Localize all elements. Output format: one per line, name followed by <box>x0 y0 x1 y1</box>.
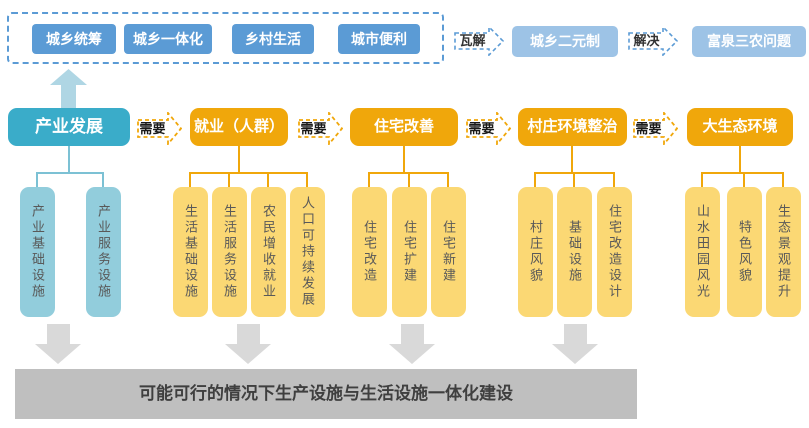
connector-line <box>701 172 783 174</box>
need-arrow-label: 需要 <box>300 121 327 136</box>
child-box-eco-landscape-upgrade: 生态景观提升 <box>766 187 801 317</box>
connector-line <box>447 172 449 187</box>
bottom-banner: 可能可行的情况下生产设施与生活设施一体化建设 <box>15 369 637 419</box>
dissolve-arrow: 瓦解 <box>454 26 504 56</box>
child-box-housing-new-build: 住宅新建 <box>431 187 466 317</box>
connector-line <box>228 172 230 187</box>
child-box-living-infrastructure: 生活基础设施 <box>173 187 208 317</box>
need-arrow-3: 需要 <box>466 112 511 145</box>
goal-box-urban-rural-integration: 城乡一体化 <box>124 24 212 54</box>
dashed-right-arrow-icon <box>633 112 678 145</box>
connector-line <box>368 172 370 187</box>
connector-line <box>238 146 240 173</box>
connector-line <box>403 146 405 173</box>
solve-arrow: 解决 <box>628 26 678 56</box>
child-box-pastoral-scenery: 山水田园风光 <box>685 187 720 317</box>
child-box-farmer-income-employment: 农民增收就业 <box>251 187 286 317</box>
child-box-label: 生态景观提升 <box>776 204 791 300</box>
child-box-distinctive-style: 特色风貌 <box>727 187 762 317</box>
dashed-right-arrow-icon <box>137 112 182 145</box>
child-box-housing-renovation: 住宅改造 <box>352 187 387 317</box>
node-urban-rural-dual-system: 城乡二元制 <box>512 26 618 57</box>
child-box-living-services: 生活服务设施 <box>212 187 247 317</box>
connector-line <box>534 172 536 187</box>
child-box-label: 生活基础设施 <box>183 204 198 300</box>
goal-box-rural-life: 乡村生活 <box>232 24 314 54</box>
connector-line <box>613 172 615 187</box>
need-arrow-label: 需要 <box>139 121 166 136</box>
child-box-label: 住宅新建 <box>441 220 456 284</box>
stage-box-village-environment: 村庄环境整治 <box>518 108 627 146</box>
need-arrow-label: 需要 <box>635 121 662 136</box>
need-arrow-4: 需要 <box>633 112 678 145</box>
connector-line <box>36 172 104 174</box>
connector-line <box>701 172 703 187</box>
connector-line <box>739 146 741 173</box>
connector-line <box>571 146 573 173</box>
child-box-label: 山水田园风光 <box>695 204 710 300</box>
child-box-basic-infrastructure: 基础设施 <box>557 187 592 317</box>
connector-line <box>743 172 745 187</box>
dashed-right-arrow-icon <box>466 112 511 145</box>
node-sannong-problem: 富泉三农问题 <box>692 26 806 57</box>
child-box-label: 产业服务设施 <box>96 204 111 300</box>
connector-line <box>267 172 269 187</box>
connector-line <box>102 172 104 187</box>
need-arrow-label: 需要 <box>468 121 495 136</box>
child-box-label: 基础设施 <box>567 220 582 284</box>
child-box-label: 村庄风貌 <box>528 220 543 284</box>
goal-box-urban-rural-coordination: 城乡统筹 <box>32 24 116 54</box>
dissolve-arrow-label: 瓦解 <box>459 33 486 48</box>
up-arrow-icon <box>50 69 87 109</box>
stage-box-eco-environment: 大生态环境 <box>687 108 793 146</box>
child-box-housing-expansion: 住宅扩建 <box>392 187 427 317</box>
child-box-label: 特色风貌 <box>737 220 752 284</box>
stage-box-industry-development: 产业发展 <box>8 108 130 146</box>
child-box-label: 生活服务设施 <box>222 204 237 300</box>
down-arrow-icon <box>35 324 81 364</box>
connector-line <box>36 172 38 187</box>
child-box-label: 住宅改造设计 <box>607 204 622 300</box>
connector-line <box>68 146 70 173</box>
need-arrow-2: 需要 <box>298 112 343 145</box>
down-arrow-icon <box>389 324 435 364</box>
down-arrow-icon <box>225 324 271 364</box>
child-box-label: 住宅改造 <box>362 220 377 284</box>
goal-box-city-convenience: 城市便利 <box>338 24 420 54</box>
child-box-label: 住宅扩建 <box>402 220 417 284</box>
child-box-sustainable-population: 人口可持续发展 <box>290 187 325 317</box>
dashed-right-arrow-icon <box>298 112 343 145</box>
down-arrow-icon <box>552 324 598 364</box>
child-box-label: 产业基础设施 <box>30 204 45 300</box>
child-box-housing-renovation-design: 住宅改造设计 <box>597 187 632 317</box>
connector-line <box>782 172 784 187</box>
child-box-village-appearance: 村庄风貌 <box>518 187 553 317</box>
solve-arrow-label: 解决 <box>633 33 660 48</box>
dashed-right-arrow-icon <box>454 26 504 56</box>
child-box-industry-services: 产业服务设施 <box>86 187 121 317</box>
need-arrow-1: 需要 <box>137 112 182 145</box>
connector-line <box>306 172 308 187</box>
stage-box-housing-improvement: 住宅改善 <box>350 108 458 146</box>
child-box-label: 农民增收就业 <box>261 204 276 300</box>
stage-box-employment: 就业（人群） <box>190 108 288 146</box>
dashed-right-arrow-icon <box>628 26 678 56</box>
goals-dashed-frame <box>7 12 444 64</box>
connector-line <box>408 172 410 187</box>
connector-line <box>189 172 191 187</box>
connector-line <box>189 172 307 174</box>
child-box-industry-infrastructure: 产业基础设施 <box>20 187 55 317</box>
connector-line <box>573 172 575 187</box>
child-box-label: 人口可持续发展 <box>300 196 315 308</box>
